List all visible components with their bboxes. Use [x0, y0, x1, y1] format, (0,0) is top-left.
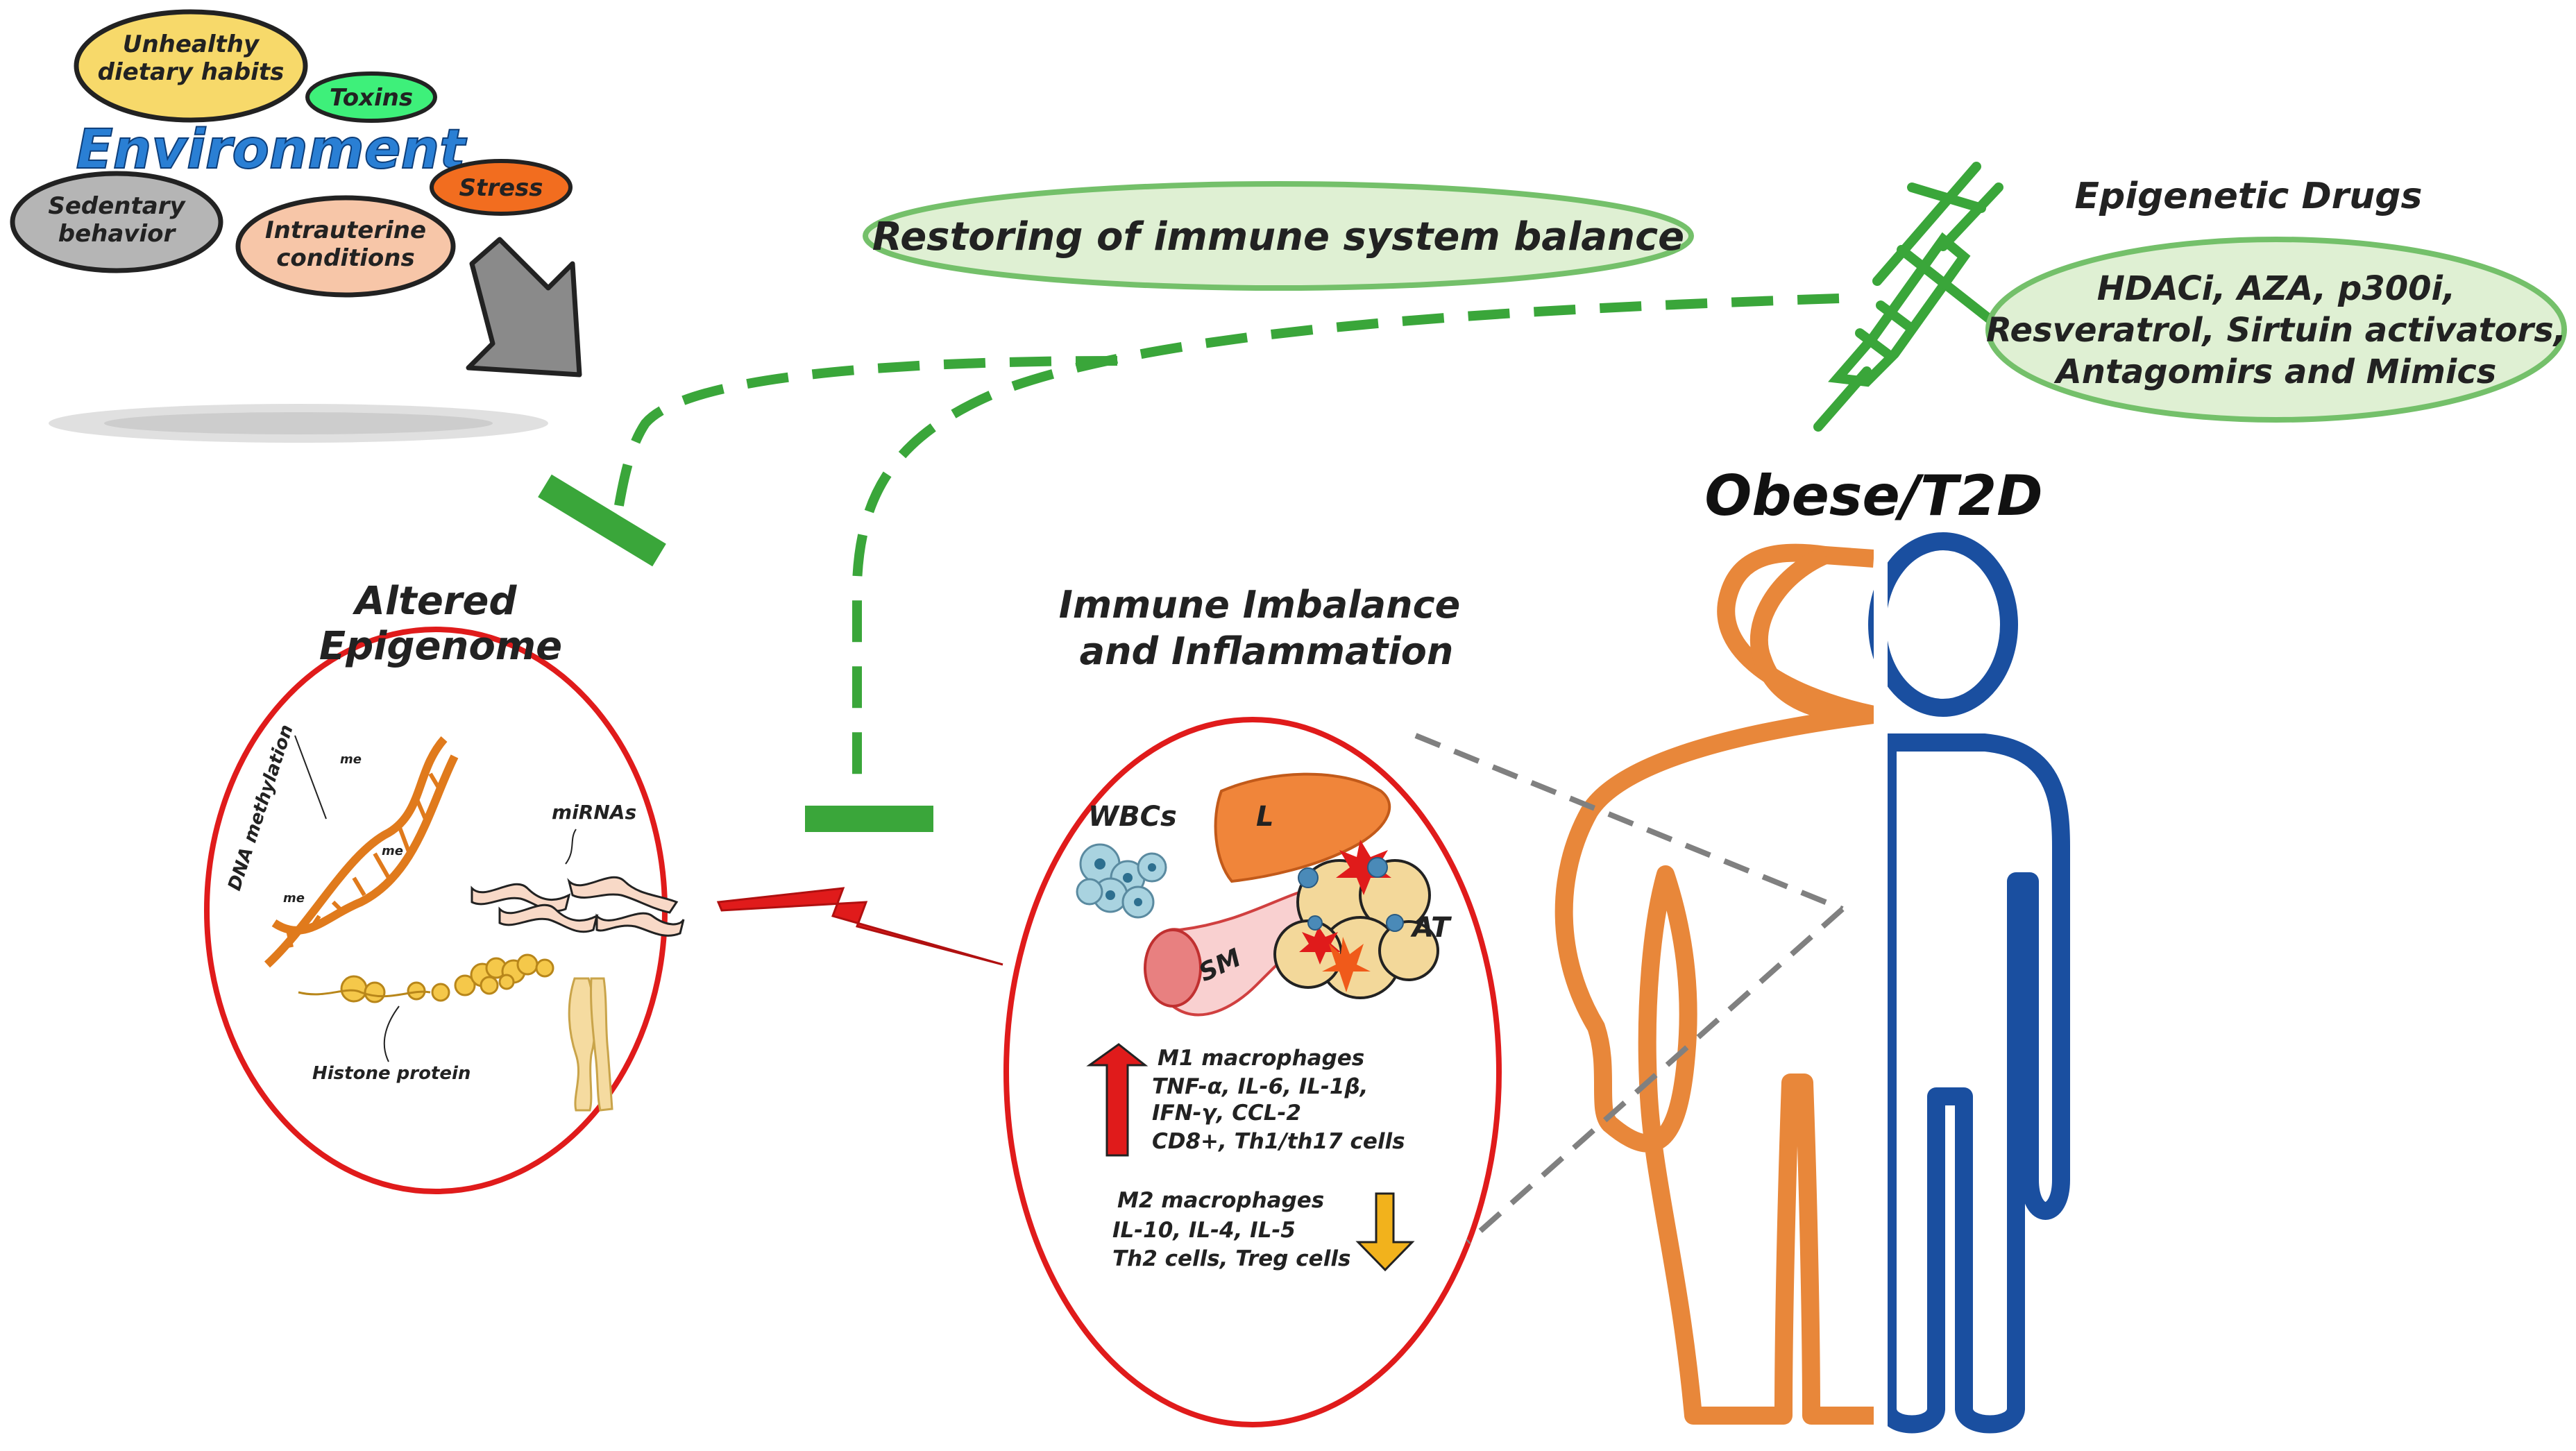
- immune-panel: Immune Imbalance and Inflammation WBCs L…: [1003, 583, 1502, 1427]
- environment-title: Environment: [76, 119, 468, 181]
- drugs-line2: Resveratrol, Sirtuin activators,: [1986, 311, 2566, 350]
- environment-arrow: [466, 237, 582, 377]
- person-divider: [1874, 541, 1888, 1436]
- inflammation-stars: [1299, 840, 1391, 992]
- sedentary-bubble: [10, 171, 223, 273]
- up-arrow-icon: [1086, 1043, 1149, 1157]
- up-line2: TNF-α, IL-6, IL-1β,: [1152, 1074, 1368, 1099]
- dna-helix-icon: [264, 736, 459, 968]
- wbc-label: WBCs: [1088, 801, 1177, 833]
- toxins-bubble: [305, 71, 437, 123]
- dna-label-pointer: [294, 735, 327, 820]
- histone-thread: [298, 989, 431, 998]
- macrophage-icons: [1298, 857, 1404, 932]
- diet-label-line1: Unhealthy: [123, 31, 260, 58]
- restoring-label: Restoring of immune system balance: [872, 214, 1684, 260]
- mirna-pointer: [565, 829, 577, 865]
- intrauterine-bubble: [235, 195, 456, 298]
- epigenome-oval: [204, 627, 668, 1194]
- inhibition-lines: [613, 294, 1840, 798]
- intrauterine-label-line1: Intrauterine: [265, 217, 426, 244]
- down-line1: M2 macrophages: [1117, 1188, 1324, 1213]
- up-line3: IFN-γ, CCL-2: [1152, 1101, 1301, 1126]
- restoring-bubble-group: Restoring of immune system balance: [863, 181, 1694, 291]
- inhibition-line-epigenome: [613, 356, 1118, 515]
- restoring-bubble: [863, 181, 1694, 291]
- sedentary-label-line2: behavior: [58, 220, 177, 248]
- wbc-nuclei: [1094, 858, 1156, 906]
- diet-label-line2: dietary habits: [98, 58, 285, 86]
- diet-bubble: [74, 9, 308, 123]
- mirna-icon: [471, 876, 685, 937]
- up-line4: CD8+, Th1/th17 cells: [1152, 1129, 1405, 1154]
- down-line2: IL-10, IL-4, IL-5: [1112, 1218, 1296, 1243]
- epigenome-panel: Altered Epigenome DNA methylation me me …: [204, 579, 685, 1194]
- mirna-label: miRNAs: [552, 801, 636, 824]
- down-arrow-icon: [1355, 1192, 1415, 1272]
- obese-label: Obese/T2D: [1704, 464, 2042, 528]
- drugs-line1: HDACi, AZA, p300i,: [2097, 269, 2456, 308]
- drugs-group: Epigenetic Drugs HDACi, AZA, p300i, Resv…: [1985, 176, 2567, 423]
- person-obese-icon: [1554, 543, 1883, 1425]
- environment-shadow-inner: [104, 412, 493, 434]
- stress-bubble: [430, 159, 573, 216]
- drugs-bubble: [1985, 237, 2567, 423]
- lightning-icon: [716, 887, 1003, 966]
- drugs-title: Epigenetic Drugs: [2075, 176, 2423, 217]
- inhibition-line-immune: [852, 294, 1840, 798]
- environment-cluster: Unhealthy dietary habits Toxins Environm…: [10, 9, 582, 443]
- immune-title-line2: and Inflammation: [1080, 629, 1454, 673]
- me-label-1: me: [340, 752, 362, 767]
- muscle-crosssection: [1144, 928, 1202, 1008]
- me-label-2: me: [382, 844, 403, 858]
- immune-title-line1: Immune Imbalance: [1059, 583, 1460, 627]
- intrauterine-label-line2: conditions: [276, 244, 414, 272]
- adipose-label: AT: [1410, 912, 1452, 944]
- epigenome-title-line2: Epigenome: [319, 624, 562, 669]
- histone-icon: [340, 953, 554, 1003]
- toxins-label: Toxins: [330, 84, 413, 112]
- me-label-3: me: [283, 891, 305, 906]
- liver-label: L: [1256, 801, 1274, 833]
- person-lean-icon: [1868, 532, 2070, 1434]
- sedentary-label-line1: Sedentary: [48, 192, 186, 220]
- zoom-lines: [1414, 733, 1845, 1244]
- adipose-icon: [1273, 859, 1439, 999]
- drugs-line3: Antagomirs and Mimics: [2053, 353, 2497, 391]
- syringe-icon: [1813, 162, 2003, 432]
- histone-label: Histone protein: [312, 1063, 471, 1084]
- chromosome-icon: [568, 977, 613, 1112]
- stress-label: Stress: [459, 174, 543, 202]
- histone-pointer: [383, 1005, 400, 1062]
- epigenome-title-line1: Altered: [353, 579, 518, 624]
- inhibitor-bar-epigenome: [538, 474, 666, 567]
- up-line1: M1 macrophages: [1158, 1046, 1364, 1071]
- down-line3: Th2 cells, Treg cells: [1112, 1246, 1350, 1271]
